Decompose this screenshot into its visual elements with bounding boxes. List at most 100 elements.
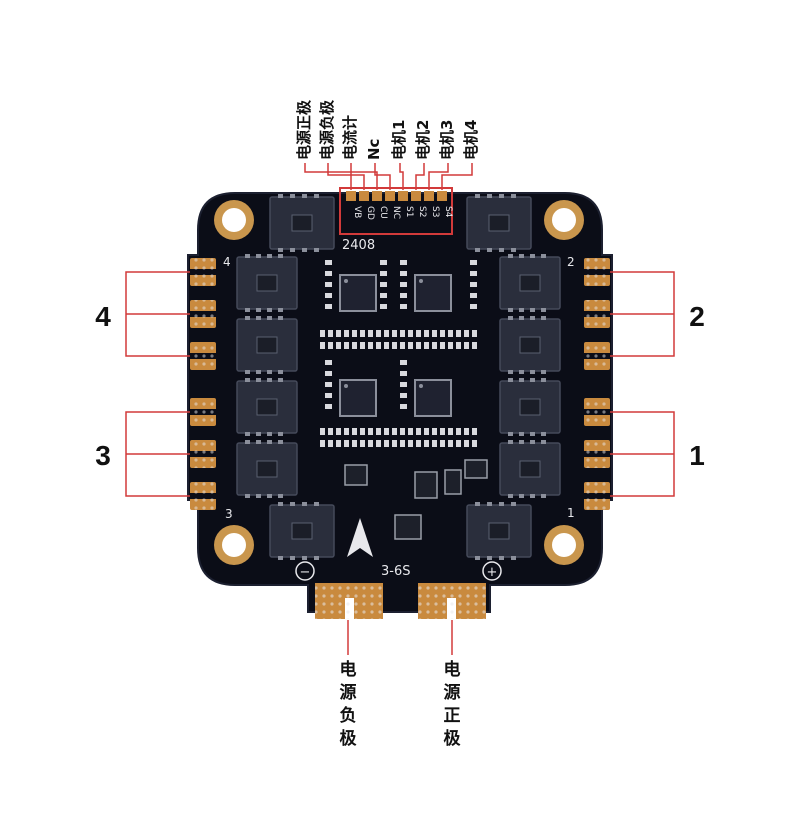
svg-text:负: 负 bbox=[340, 705, 357, 726]
signal-pad bbox=[372, 191, 382, 201]
solder-pad bbox=[584, 258, 610, 286]
svg-text:源: 源 bbox=[340, 682, 357, 703]
callout-line bbox=[327, 163, 365, 190]
solder-pad bbox=[584, 300, 610, 328]
signal-pad bbox=[411, 191, 421, 201]
top-label: Nc bbox=[365, 139, 383, 160]
top-label: 电源负极 bbox=[318, 99, 336, 160]
top-label: 电源正极 bbox=[295, 99, 313, 160]
callout-lines bbox=[125, 163, 675, 655]
solder-pad bbox=[584, 440, 610, 468]
signal-pad bbox=[359, 191, 369, 201]
passive-column bbox=[380, 260, 387, 309]
motor-solder-pads bbox=[190, 258, 610, 510]
mosfet-chip bbox=[499, 440, 561, 498]
solder-pad bbox=[190, 300, 216, 328]
mcu-chip bbox=[414, 379, 452, 417]
svg-text:极: 极 bbox=[340, 729, 357, 749]
bottom-label-positive: 电 源 正 极 bbox=[444, 659, 461, 749]
signal-pad bbox=[346, 191, 356, 201]
svg-text:电: 电 bbox=[340, 659, 357, 680]
mosfet-chip bbox=[236, 378, 298, 436]
passive-row bbox=[320, 440, 477, 447]
corner-silk-bl: 3 bbox=[225, 507, 233, 521]
minus-symbol: − bbox=[295, 561, 315, 581]
mcu-chip bbox=[339, 274, 377, 312]
passive-column bbox=[325, 260, 332, 309]
mcu-chip bbox=[339, 379, 377, 417]
svg-text:正: 正 bbox=[444, 706, 461, 726]
signal-pad-label: GD bbox=[365, 206, 375, 220]
passive-column bbox=[325, 360, 332, 409]
signal-pad bbox=[437, 191, 447, 201]
mosfet-chip bbox=[269, 194, 335, 252]
callout-line bbox=[350, 163, 378, 190]
top-label: 电机1 bbox=[390, 120, 408, 160]
svg-text:+: + bbox=[487, 565, 498, 580]
component bbox=[414, 471, 438, 499]
mosfet-chip bbox=[499, 316, 561, 374]
component bbox=[344, 464, 368, 486]
plus-symbol: + bbox=[482, 561, 502, 581]
side-number-3: 3 bbox=[95, 440, 111, 471]
power-pad-negative bbox=[315, 583, 383, 620]
solder-pad bbox=[190, 398, 216, 426]
callout-line bbox=[399, 163, 404, 190]
passive-column bbox=[400, 260, 407, 309]
component bbox=[464, 459, 488, 479]
side-number-2: 2 bbox=[689, 301, 705, 332]
callout-line bbox=[441, 163, 473, 190]
power-pad-positive bbox=[418, 583, 486, 620]
signal-pad-label: CU bbox=[378, 206, 388, 219]
mcu-chip bbox=[414, 274, 452, 312]
mosfet-chips bbox=[236, 194, 561, 560]
passive-row bbox=[320, 428, 477, 435]
signal-pad-label: VB bbox=[352, 206, 362, 218]
svg-text:极: 极 bbox=[444, 729, 461, 749]
mosfet-chip bbox=[236, 440, 298, 498]
side-number-1: 1 bbox=[689, 440, 705, 471]
controller-chips bbox=[320, 260, 488, 540]
passive-row bbox=[320, 330, 477, 337]
mosfet-chip bbox=[466, 194, 532, 252]
top-label: 电机4 bbox=[462, 120, 480, 160]
mosfet-chip bbox=[499, 254, 561, 312]
solder-pad bbox=[584, 342, 610, 370]
signal-pad-label: S1 bbox=[404, 206, 414, 217]
mosfet-chip bbox=[269, 502, 335, 560]
passive-row bbox=[320, 342, 477, 349]
solder-pad bbox=[584, 398, 610, 426]
svg-text:−: − bbox=[300, 565, 311, 580]
corner-silk-tr: 2 bbox=[567, 255, 575, 269]
solder-pad bbox=[190, 440, 216, 468]
silk-code: 2408 bbox=[342, 238, 375, 253]
mosfet-chip bbox=[236, 254, 298, 312]
solder-pad bbox=[190, 258, 216, 286]
mosfet-chip bbox=[236, 316, 298, 374]
voltage-label: 3-6S bbox=[381, 564, 411, 579]
signal-pad-label: NC bbox=[391, 206, 401, 219]
svg-text:源: 源 bbox=[444, 682, 461, 703]
side-number-4: 4 bbox=[95, 301, 111, 332]
component bbox=[444, 469, 462, 495]
signal-pad-label: S2 bbox=[417, 206, 427, 217]
component bbox=[394, 514, 422, 540]
passive-column bbox=[470, 260, 477, 309]
signal-pad bbox=[398, 191, 408, 201]
arrow-logo bbox=[347, 518, 373, 557]
corner-silk-tl: 4 bbox=[223, 255, 231, 269]
callout-line bbox=[428, 163, 449, 190]
top-label: 电机2 bbox=[414, 120, 432, 160]
mosfet-chip bbox=[466, 502, 532, 560]
solder-pad bbox=[190, 342, 216, 370]
svg-text:电: 电 bbox=[444, 659, 461, 680]
solder-pad bbox=[190, 482, 216, 510]
solder-pad bbox=[584, 482, 610, 510]
corner-silk-br: 1 bbox=[567, 506, 575, 520]
signal-pad-label: S3 bbox=[430, 206, 440, 217]
top-label: 电机3 bbox=[438, 120, 456, 160]
mounting-holes bbox=[214, 200, 584, 565]
